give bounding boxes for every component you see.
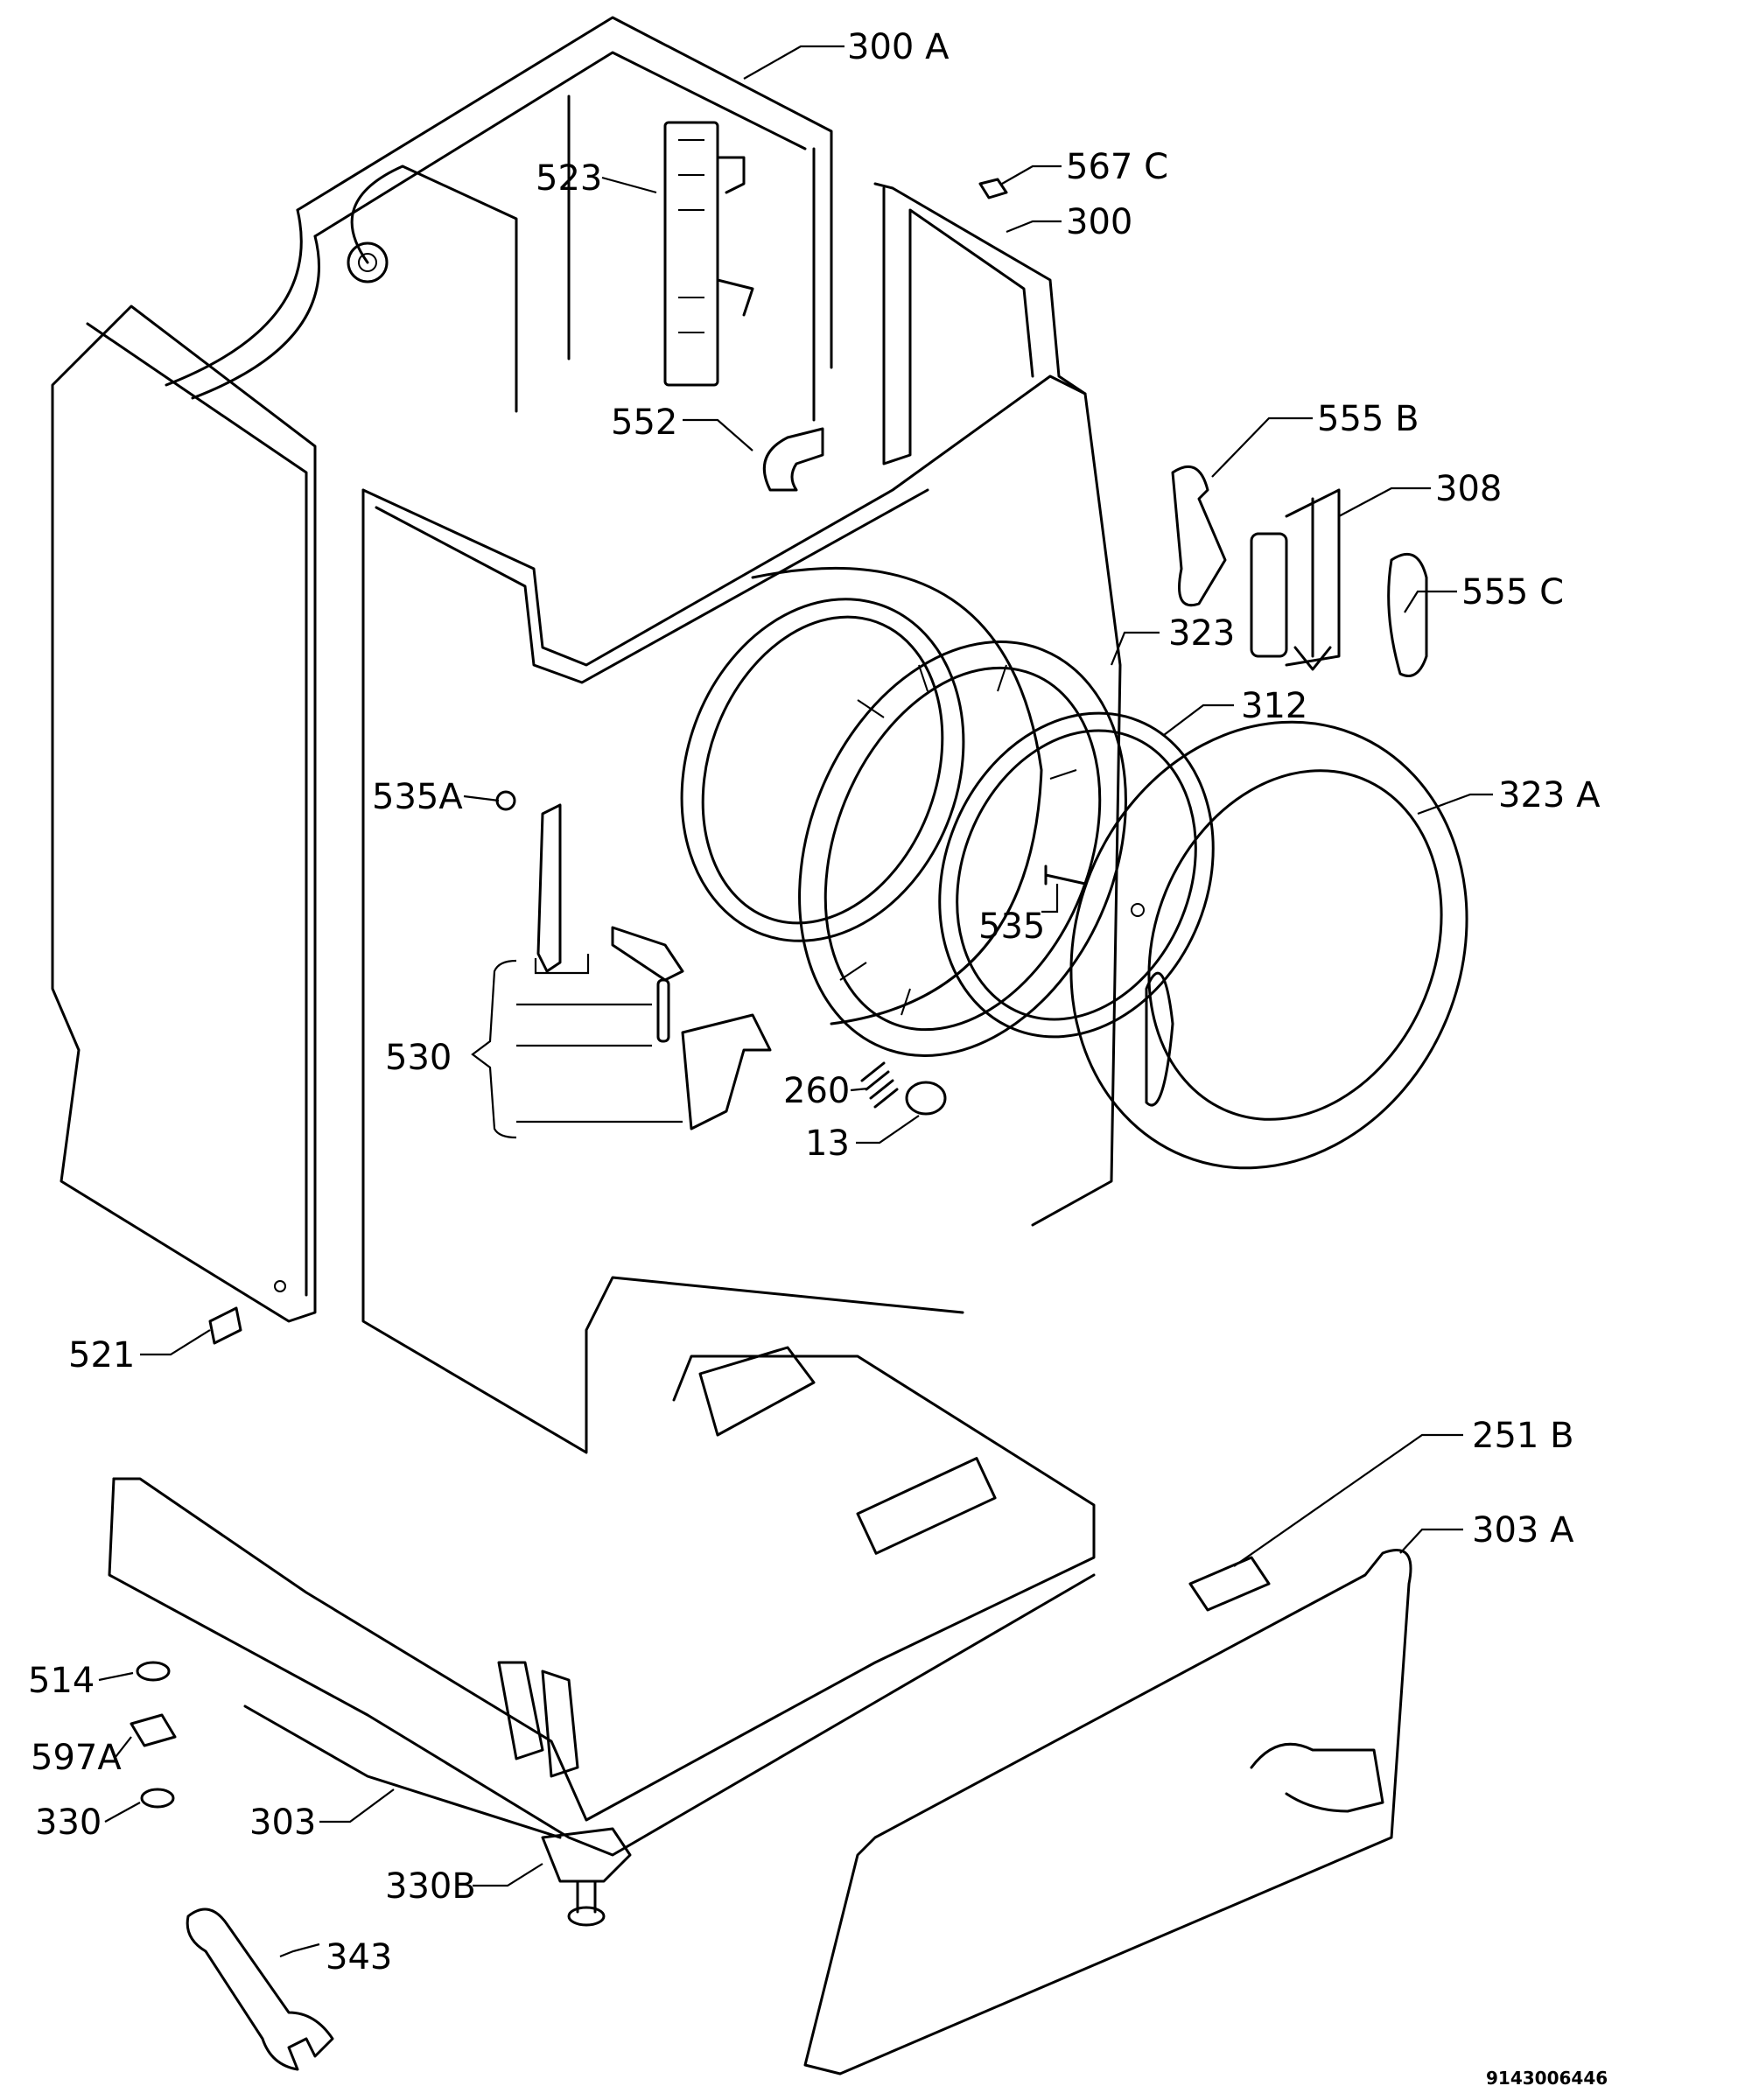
hook-part: [611, 926, 684, 982]
screw-part-330: [140, 1788, 175, 1809]
label-530: 530: [385, 1038, 452, 1078]
label-535a: 535A: [372, 777, 463, 817]
lever-part: [536, 803, 562, 973]
document-number: 9143006446: [1486, 2068, 1608, 2089]
label-260: 260: [783, 1071, 850, 1111]
label-323: 323: [1168, 613, 1235, 654]
label-330b: 330B: [385, 1866, 476, 1907]
screw-part-521: [208, 1306, 242, 1345]
part-labels: 300 A 523 567 C 300 552 555 B 308 555 C …: [28, 27, 1601, 1978]
wrench-part-343: [186, 1908, 334, 2071]
base-frame-part-303: [108, 1346, 1096, 1857]
plinth-part-303a: [803, 1549, 1412, 2076]
latch-part-567c: [978, 178, 1008, 200]
cover-part-555c: [1387, 552, 1428, 677]
nut-part-597a: [130, 1713, 177, 1747]
label-323a: 323 A: [1498, 775, 1601, 816]
label-555c: 555 C: [1461, 572, 1564, 612]
clip-part-552: [762, 427, 824, 492]
clip-part-251b: [1188, 1556, 1271, 1612]
pin-part-535: [1044, 864, 1087, 886]
label-303: 303: [249, 1802, 316, 1843]
outer-door-part-323a: [1069, 720, 1468, 1170]
label-343: 343: [326, 1937, 392, 1978]
label-300: 300: [1066, 202, 1132, 242]
label-597a: 597A: [31, 1738, 122, 1778]
top-frame-part-300a: [165, 16, 833, 422]
label-13: 13: [805, 1124, 850, 1164]
leader-lines: [98, 45, 1493, 1958]
pin-part-535a: [495, 790, 516, 811]
door-glass-part-312: [938, 711, 1215, 1039]
label-521: 521: [68, 1335, 135, 1376]
label-330: 330: [35, 1802, 102, 1843]
label-303a: 303 A: [1472, 1510, 1574, 1550]
label-312: 312: [1241, 686, 1307, 726]
rod-part: [656, 978, 670, 1043]
label-308: 308: [1435, 469, 1502, 509]
spring-part-260: [860, 1061, 899, 1109]
label-251b: 251 B: [1472, 1416, 1574, 1456]
foot-part-514: [136, 1661, 171, 1682]
bracket-part: [681, 1013, 772, 1130]
label-523: 523: [536, 158, 602, 199]
label-535: 535: [978, 906, 1045, 947]
label-514: 514: [28, 1661, 95, 1701]
leg-part-330b: [541, 1827, 632, 1927]
label-552: 552: [611, 402, 677, 443]
left-side-panel: [51, 304, 317, 1323]
inner-door-ring-part-323: [798, 640, 1127, 1057]
hinge-plate-part-523: [663, 121, 754, 387]
door-opening-ring: [680, 566, 1043, 1026]
front-panel-part-300: [361, 182, 1122, 1454]
plug-part-13: [905, 1081, 947, 1116]
hinge-part-308: [1250, 488, 1341, 671]
label-567c: 567 C: [1066, 147, 1168, 187]
label-555b: 555 B: [1317, 399, 1419, 439]
cover-part-555b: [1171, 465, 1227, 606]
label-300a: 300 A: [847, 27, 950, 67]
